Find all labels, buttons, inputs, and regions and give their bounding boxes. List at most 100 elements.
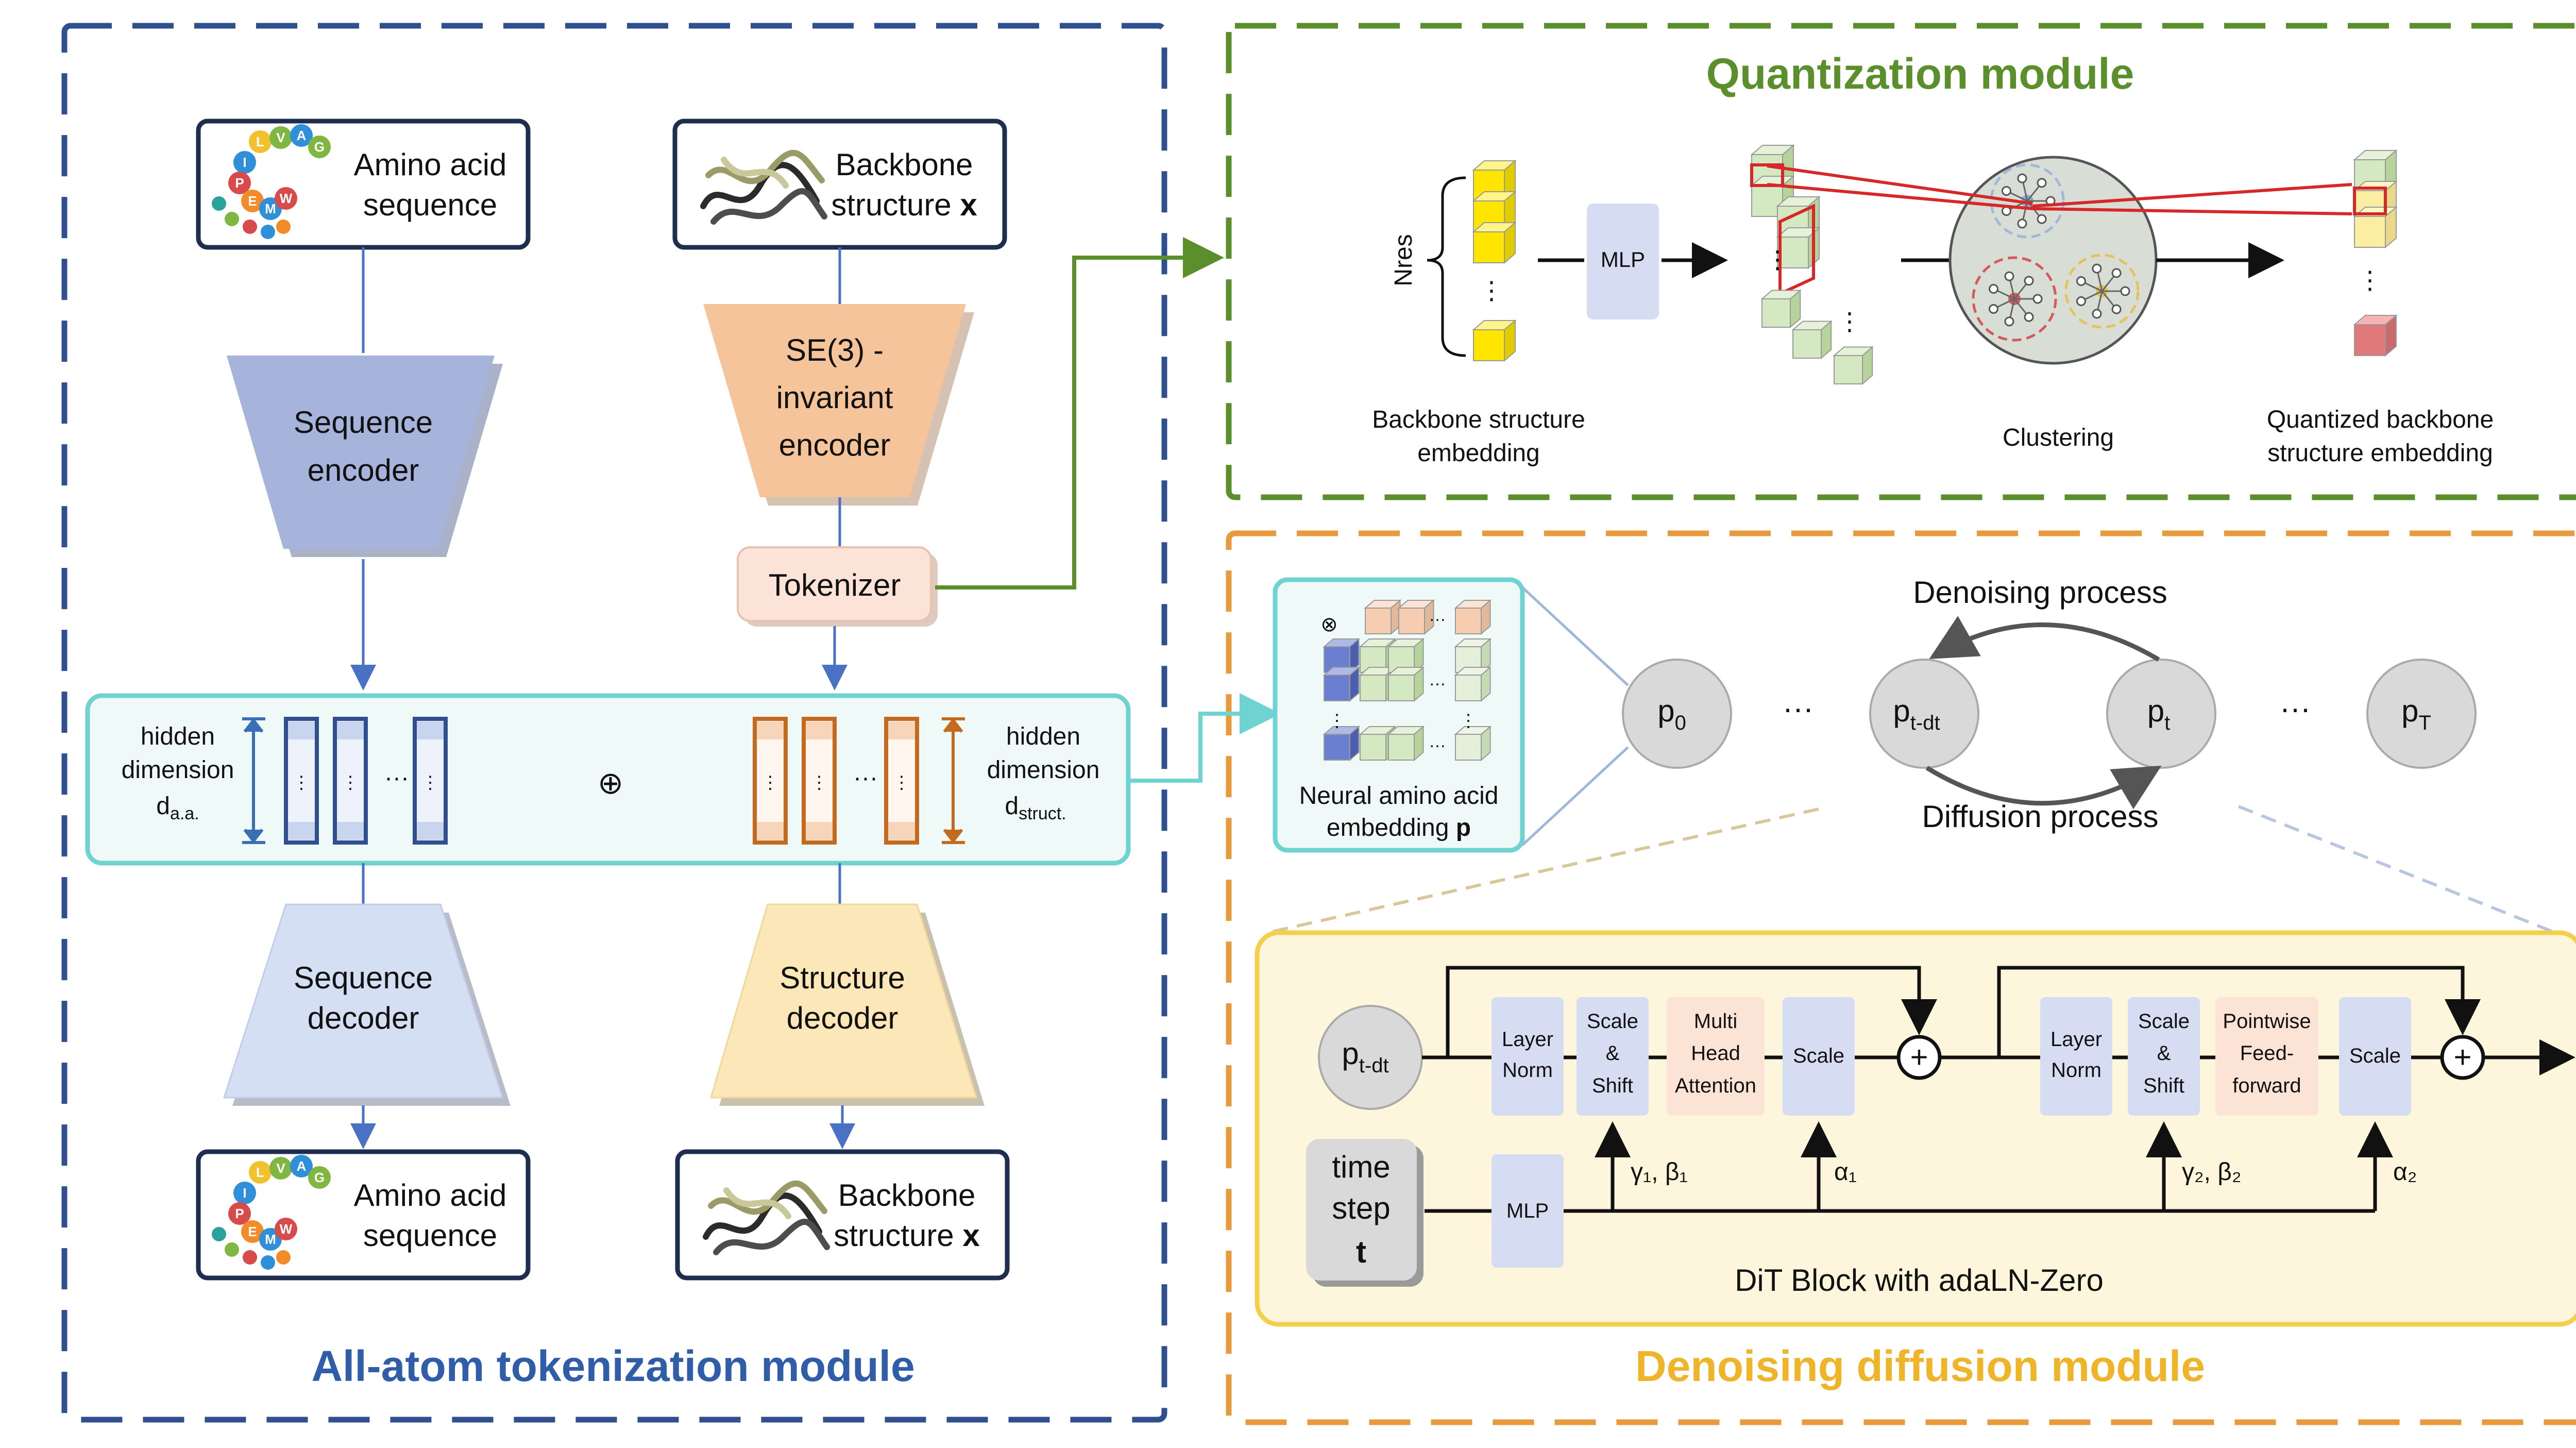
aa-residue-letter: V [276, 130, 285, 145]
aa-residue-letter: W [280, 1221, 293, 1237]
aa-residue-dot [269, 1157, 292, 1180]
svg-text:···: ··· [853, 764, 878, 792]
aa-residue-dot [276, 220, 291, 234]
cluster-point [2037, 214, 2047, 224]
svg-text:embedding: embedding [1417, 440, 1540, 467]
svg-text:dstruct.: dstruct. [1005, 793, 1066, 823]
embedding-dots: … [1429, 670, 1446, 689]
svg-text:hidden: hidden [1006, 723, 1080, 750]
voxel-dots: ⋮ [1765, 246, 1790, 274]
svg-text:Shift: Shift [1592, 1074, 1633, 1097]
cluster-icon [1948, 156, 2158, 365]
aa-input-label-1: Amino acid [354, 147, 507, 182]
dit-mlp-block [1492, 1154, 1564, 1268]
svg-text:pt: pt [2147, 694, 2171, 734]
svg-text:MLP: MLP [1601, 247, 1645, 272]
quantization-module-title: Quantization module [1706, 49, 2134, 98]
aa-residue-dot [261, 225, 275, 239]
svg-text:decoder: decoder [308, 1001, 419, 1035]
oplus-symbol: ⊕ [598, 766, 623, 800]
node-p0: p0 [1622, 659, 1732, 769]
cluster-point [2120, 286, 2130, 296]
timestep-box: time step t [1306, 1139, 1423, 1287]
multi-head-attention [1667, 997, 1765, 1116]
scale-shift-2 [2128, 997, 2200, 1116]
selected-voxel-outline [1778, 204, 1815, 296]
aa-residue-dot [308, 136, 331, 158]
svg-text:invariant: invariant [776, 380, 893, 415]
backbone-ribbon [721, 157, 789, 189]
aa-residue-dot [228, 1202, 251, 1225]
svg-text:Clustering: Clustering [2003, 424, 2114, 451]
svg-text:Layer: Layer [2050, 1028, 2102, 1051]
aa-residue-dot [290, 1155, 313, 1177]
aa-residue-dot [212, 196, 226, 211]
cluster-point [1988, 283, 1998, 294]
dit-block: pt-dt Layer Norm Scale & Shift Multi Hea… [1255, 930, 2576, 1327]
svg-text:Scale: Scale [1587, 1010, 1638, 1033]
structure-feature-columns: ⋮⋮⋮ [753, 717, 919, 845]
svg-text:embedding p: embedding p [1327, 814, 1471, 841]
aa-residue-dot [225, 212, 239, 226]
aa-residue-dot [233, 151, 256, 174]
aa-residue-dot [261, 1255, 275, 1270]
voxel [2354, 216, 2386, 248]
svg-text:+: + [2453, 1040, 2471, 1074]
voxel [1388, 734, 1415, 761]
alpha-1: α₁ [1834, 1158, 1857, 1186]
svg-text:t: t [1356, 1235, 1366, 1269]
aa-residue-dot [225, 1242, 239, 1257]
cluster-point [2001, 206, 2011, 216]
voxel-stack-icon [1472, 159, 1517, 362]
feature-column-band [806, 822, 833, 840]
alpha-2: α₂ [2393, 1158, 2417, 1186]
aa-residue-letter: I [243, 155, 246, 170]
pointwise-feedforward [2215, 997, 2318, 1116]
scale-2 [2339, 997, 2411, 1116]
diffusion-module-title: Denoising diffusion module [1635, 1342, 2205, 1390]
column-dots: ⋮ [810, 773, 828, 793]
cluster-point [2017, 173, 2027, 183]
svg-text:Sequence: Sequence [294, 405, 433, 440]
add-node-1: + [1896, 1035, 1942, 1080]
se3-invariant-encoder: SE(3) - invariant encoder [703, 304, 974, 506]
svg-text:+: + [1910, 1040, 1928, 1074]
voxel [1398, 608, 1425, 634]
structure-decoder: Structure decoder [709, 903, 985, 1106]
aa-residue-dot [241, 1220, 264, 1243]
embedding-dots: ⋮ [1460, 711, 1477, 731]
feature-column-band [806, 721, 833, 739]
aa-residue-letter: G [314, 1170, 325, 1185]
hidden-dimension-bar: hidden dimension da.a. ⋮⋮⋮ ··· ⊕ ⋮⋮⋮ ···… [85, 693, 1131, 866]
cluster-point [2092, 309, 2102, 319]
aa-residue-letter: M [265, 1232, 276, 1247]
cluster-point [2004, 271, 2014, 281]
aa-residue-letter: W [280, 191, 293, 206]
voxel [1360, 734, 1386, 761]
voxel-stack-icon [2353, 149, 2398, 357]
svg-text:encoder: encoder [308, 453, 419, 487]
aa-residue-dot [308, 1166, 331, 1189]
svg-text:Norm: Norm [2051, 1059, 2102, 1082]
aa-residue-dot [249, 1161, 272, 1184]
feature-column-band [288, 822, 315, 840]
voxel [1792, 329, 1822, 359]
svg-text:Scale: Scale [2349, 1045, 2401, 1067]
cluster-point [1988, 304, 1998, 314]
svg-text:encoder: encoder [779, 428, 891, 462]
svg-text:pT: pT [2401, 694, 2431, 734]
gamma-beta-1: γ₁, β₁ [1631, 1158, 1688, 1186]
svg-text:⊗: ⊗ [1320, 613, 1338, 636]
svg-text:p0: p0 [1657, 694, 1686, 734]
feature-column-band [417, 721, 444, 739]
aa-residue-dot [241, 190, 264, 212]
feature-column-band [757, 822, 784, 840]
voxel [1455, 734, 1482, 761]
aa-residue-letter: A [297, 1158, 307, 1174]
cluster-point [2032, 294, 2043, 304]
feature-column-band [888, 721, 915, 739]
cluster-point [2076, 296, 2086, 307]
column-dots: ⋮ [761, 773, 779, 793]
